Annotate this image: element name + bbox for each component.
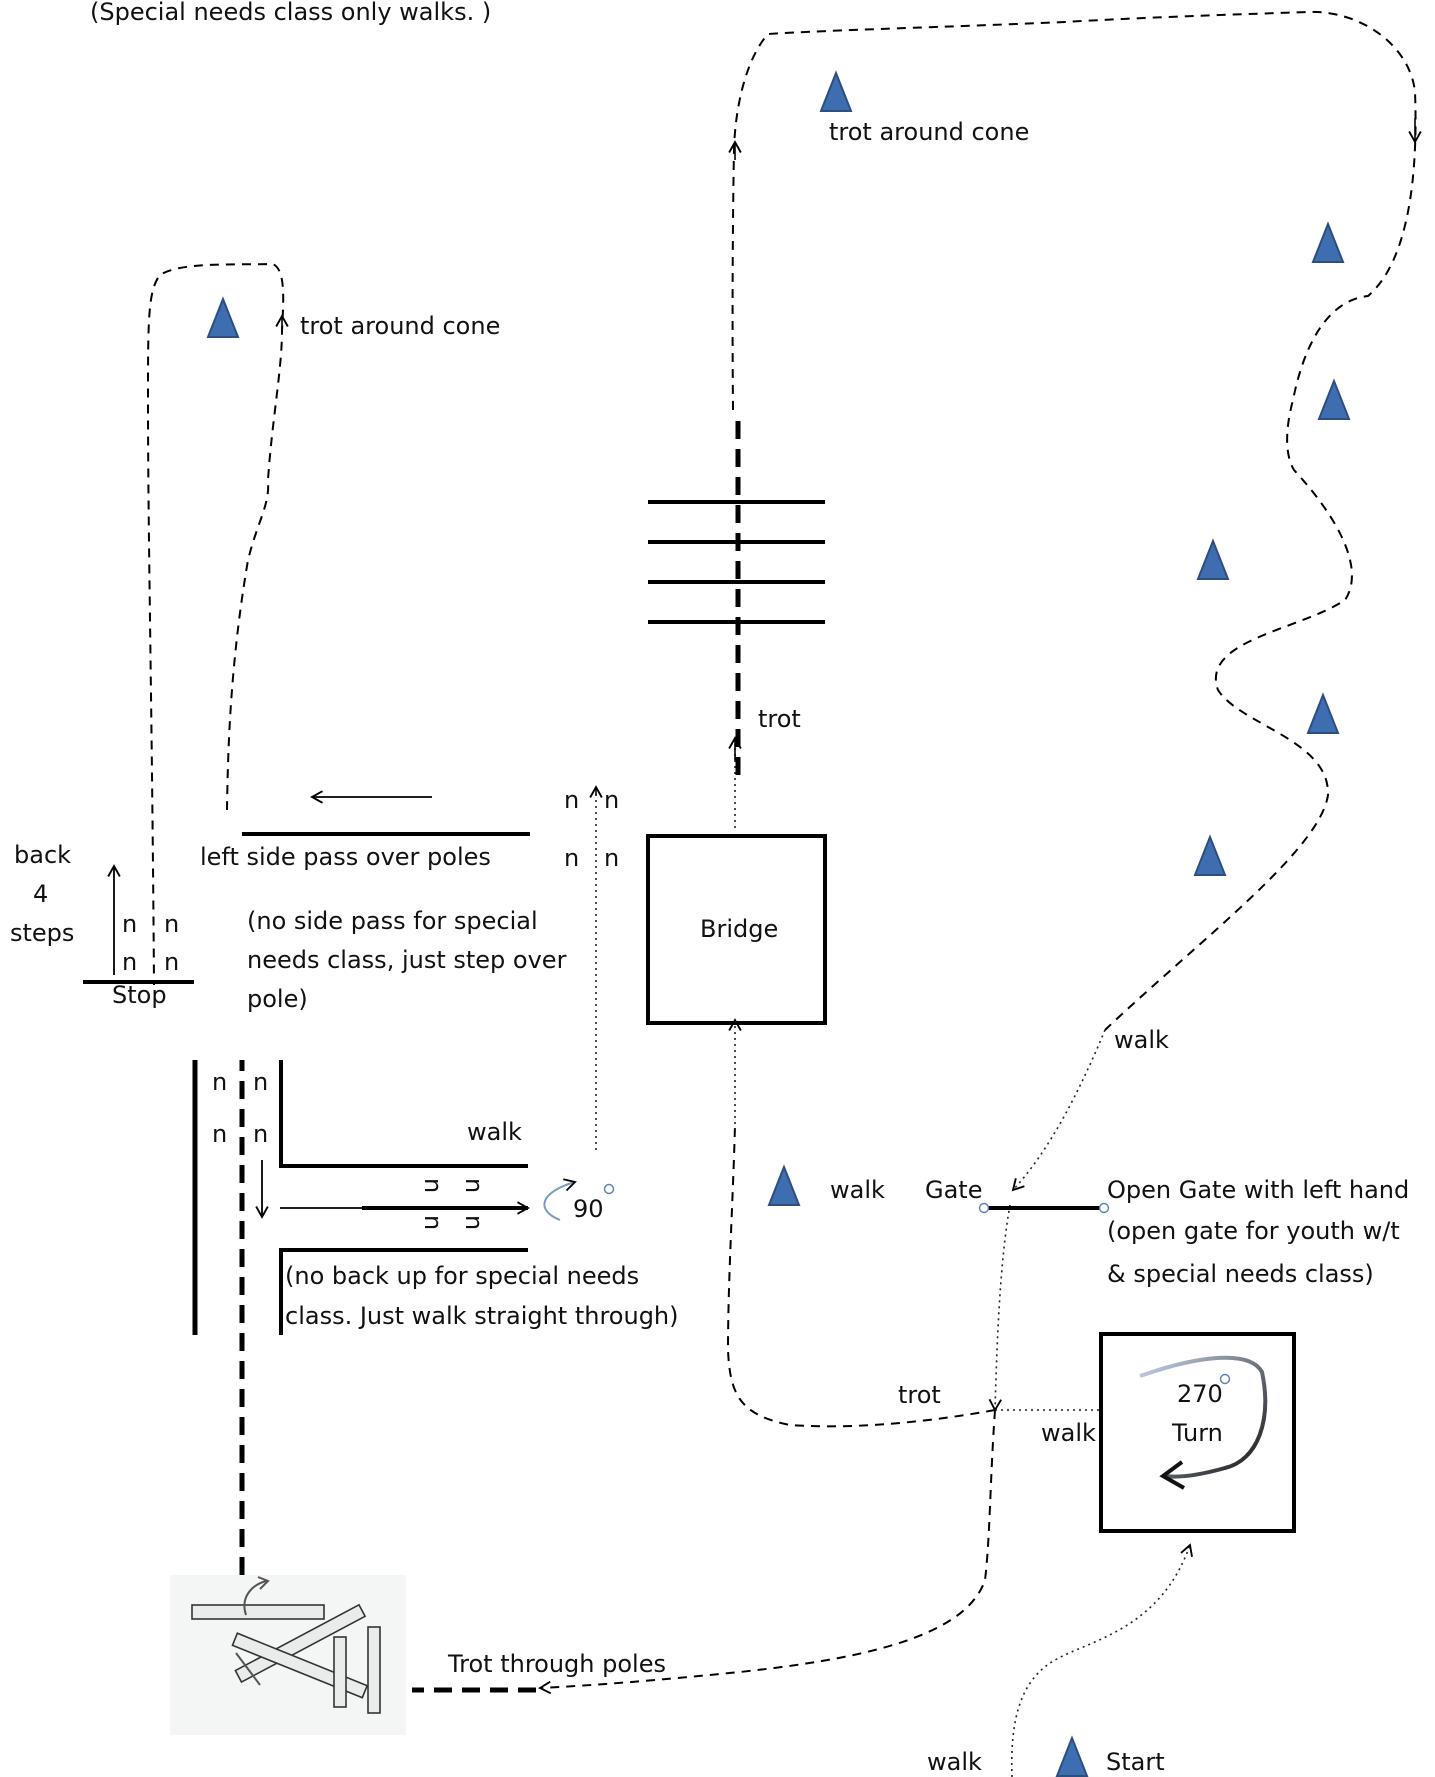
open-gate-note-1: Open Gate with left hand <box>1107 1176 1409 1204</box>
turn-degree-label: 270 <box>1177 1380 1223 1408</box>
cone-icon <box>1197 540 1229 580</box>
walk-cone-label: walk <box>830 1176 885 1204</box>
walk-turn-label: walk <box>1041 1419 1096 1447</box>
turn-box <box>1099 1332 1296 1533</box>
pole-mark: n <box>212 1120 227 1148</box>
bridge-label: Bridge <box>700 915 778 943</box>
pole-mark: n <box>164 910 179 938</box>
pole-mark: n <box>122 948 137 976</box>
trot-around-cone-left-label: trot around cone <box>300 312 500 340</box>
walk-gate-label: walk <box>1114 1026 1169 1054</box>
pole-mark: n <box>604 786 619 814</box>
cone-icon <box>1312 223 1344 263</box>
pole-mark: n <box>212 1068 227 1096</box>
pole-mark: n <box>122 910 137 938</box>
cone-icon <box>768 1166 800 1206</box>
stop-label: Stop <box>112 981 167 1009</box>
header-note: (Special needs class only walks. ) <box>90 0 491 26</box>
trot-through-poles-label: Trot through poles <box>447 1650 666 1678</box>
turn-arrow-icon <box>543 1178 577 1221</box>
pole-mark: n <box>419 1215 447 1230</box>
left-side-pass-label: left side pass over poles <box>200 843 491 871</box>
cone-icon <box>1056 1737 1088 1777</box>
pole-mark: n <box>460 1178 488 1193</box>
cone-icon <box>820 72 852 112</box>
turn-word-label: Turn <box>1171 1419 1223 1447</box>
start-label: Start <box>1106 1748 1165 1776</box>
cone-icon <box>1194 836 1226 876</box>
pole-mark: n <box>253 1120 268 1148</box>
l-chute-obstacle: n n n n n n n n <box>192 1060 615 1335</box>
trot-around-cone-top-label: trot around cone <box>829 118 1029 146</box>
back-label-1: back <box>14 841 71 869</box>
back-label-3: steps <box>10 919 74 947</box>
cone-icon <box>1307 694 1339 734</box>
open-gate-note-2: (open gate for youth w/t <box>1107 1217 1400 1245</box>
no-side-pass-note-2: needs class, just step over <box>247 946 567 974</box>
cone-icon <box>1318 380 1350 420</box>
trot-poles <box>648 500 825 624</box>
gate <box>978 1202 1110 1214</box>
gate-label: Gate <box>925 1176 982 1204</box>
gate-latch-icon <box>1098 1202 1110 1214</box>
pole-mark: n <box>460 1215 488 1230</box>
pole-mark: n <box>419 1178 447 1193</box>
degree-circle-icon <box>1219 1373 1231 1385</box>
side-pass-obstacle: n n n n <box>242 786 619 872</box>
back-up-obstacle: n n n n <box>83 864 194 984</box>
course-paths <box>146 10 1422 1777</box>
bridge: Bridge <box>646 834 827 1025</box>
ninety-label: 90 <box>573 1195 604 1223</box>
no-side-pass-note-3: pole) <box>247 985 308 1013</box>
pole-mark: n <box>253 1068 268 1096</box>
open-gate-note-3: & special needs class) <box>1107 1260 1374 1288</box>
degree-circle-icon <box>603 1183 615 1195</box>
crossed-poles-icon <box>170 1575 406 1735</box>
cone-icon <box>207 298 239 338</box>
back-label-2: 4 <box>33 880 48 908</box>
walk-l-label: walk <box>467 1118 522 1146</box>
no-back-up-note-2: class. Just walk straight through) <box>285 1302 679 1330</box>
walk-start-label: walk <box>927 1748 982 1776</box>
pole-mark: n <box>564 786 579 814</box>
trot-bridge-label: trot <box>758 705 801 733</box>
curved-arrow-icon <box>1139 1355 1268 1479</box>
pole-mark: n <box>564 844 579 872</box>
pole-mark: n <box>604 844 619 872</box>
no-side-pass-note-1: (no side pass for special <box>247 907 538 935</box>
no-back-up-note-1: (no back up for special needs <box>285 1262 639 1290</box>
trot-lower-label: trot <box>898 1381 941 1409</box>
pole-mark: n <box>164 948 179 976</box>
gate-hinge-icon <box>978 1202 990 1214</box>
